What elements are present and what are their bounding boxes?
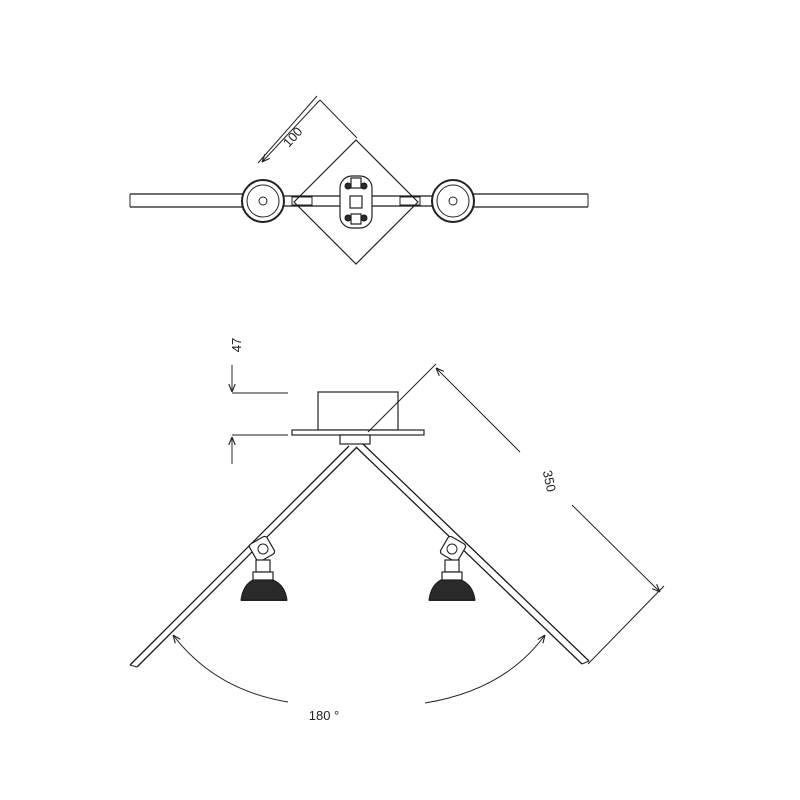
right-spotlight xyxy=(428,535,476,601)
right-arm xyxy=(355,443,590,665)
dimension-100: 100 xyxy=(257,95,358,164)
angle-label-180: 180 ° xyxy=(309,708,340,723)
angle-dimension-180: 180 ° xyxy=(173,635,545,723)
dimension-label-47: 47 xyxy=(229,338,244,352)
dimension-350: 350 xyxy=(367,363,665,665)
dimension-label-100: 100 xyxy=(280,124,306,150)
dimension-47: 47 xyxy=(229,338,288,464)
left-rod xyxy=(129,193,250,208)
dimension-label-350: 350 xyxy=(540,469,559,493)
side-view: 47 xyxy=(129,338,665,723)
right-rod xyxy=(468,193,589,208)
top-view: 100 xyxy=(129,95,589,265)
left-arm xyxy=(129,445,358,668)
left-spotlight-top xyxy=(241,179,285,223)
left-spotlight xyxy=(240,535,288,601)
center-hub xyxy=(339,175,373,229)
right-spotlight-top xyxy=(431,179,475,223)
base-housing xyxy=(291,391,425,445)
